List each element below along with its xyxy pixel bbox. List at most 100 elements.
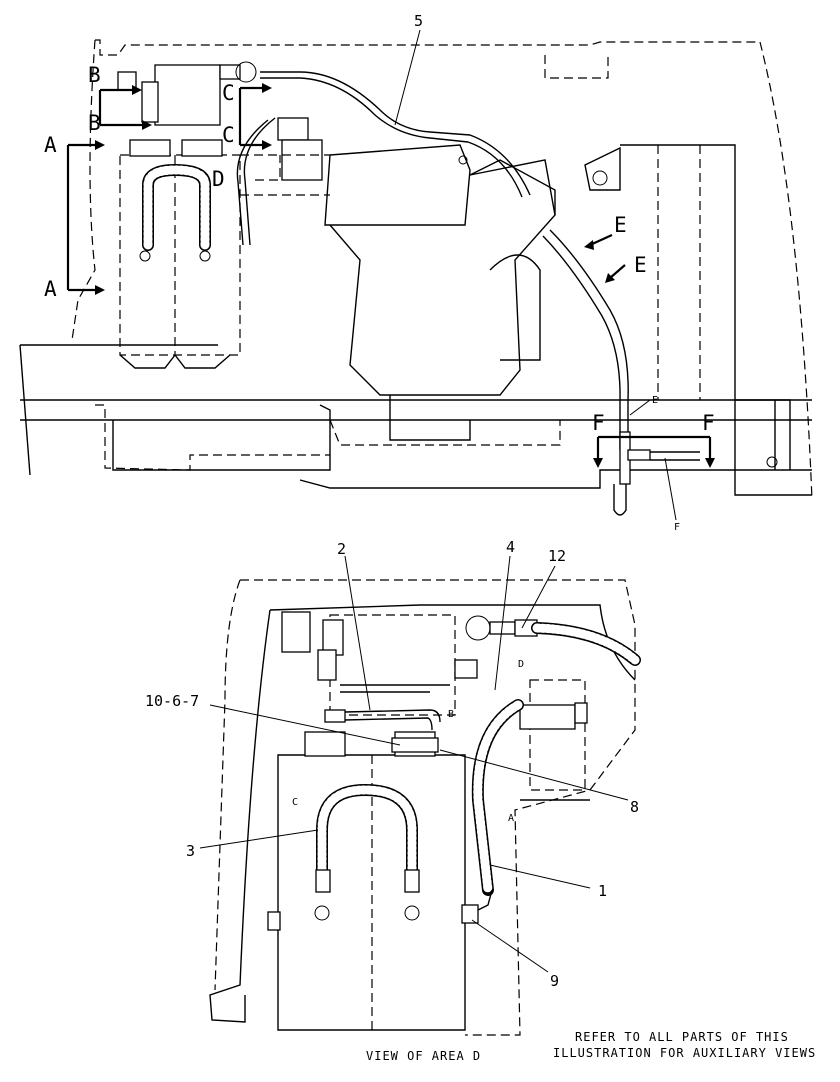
detail-frame-left (214, 579, 241, 991)
hose-c-end-left (315, 869, 331, 893)
callout-item-12: 12 (548, 547, 566, 565)
detail-frame-outer (240, 579, 636, 1036)
frame-notch (544, 55, 609, 79)
bolt-hole (766, 456, 778, 468)
marker-f-left: F (592, 411, 605, 435)
callout-hose-f: F (674, 522, 680, 533)
marker-d: D (212, 167, 225, 191)
component-head (519, 704, 576, 730)
callout-item-9: 9 (550, 972, 559, 990)
filter-fitting-right (199, 250, 211, 262)
tee-horizontal (627, 449, 651, 461)
component-cap (574, 702, 588, 724)
section-e-arrow (584, 240, 594, 250)
valve-round-knob (465, 615, 491, 641)
callout-hose-c: C (292, 797, 298, 808)
section-c-arrow (262, 83, 272, 93)
valve-right-block (454, 659, 478, 679)
valve-knob (235, 61, 257, 83)
hose-5-line-b (260, 77, 523, 198)
filter-pair (119, 139, 241, 369)
marker-a-lower: A (44, 277, 57, 301)
marker-e-upper: E (614, 213, 627, 237)
section-c-line (238, 86, 262, 147)
frame-bottom (299, 469, 812, 489)
component-outline (529, 679, 586, 791)
tee-fittings (613, 431, 700, 516)
detail-left-rail (209, 609, 271, 1023)
engine-lower (329, 159, 556, 396)
view-caption: VIEW OF AREA D (366, 1049, 481, 1063)
leader-item-8 (439, 749, 629, 801)
fitting-9 (461, 904, 479, 924)
leader-item-5 (394, 29, 421, 126)
fitting-10-6-7 (391, 737, 439, 753)
leader-item-2 (344, 555, 371, 711)
engine-upper (324, 144, 471, 226)
engine-bolt (458, 155, 468, 165)
hose-12-fill (532, 623, 640, 665)
section-e-line (589, 233, 626, 279)
hose-e-line-b (542, 235, 621, 450)
filter-loop-hose (142, 163, 211, 251)
callout-hose-a: A (508, 813, 514, 824)
callout-item-5: 5 (414, 12, 423, 30)
valve-body (154, 64, 221, 126)
hose-5-line-a (260, 71, 531, 196)
hose-c-fill (317, 785, 417, 875)
leader-item-9 (471, 919, 549, 973)
filter-loop-hose-fill (143, 165, 210, 250)
body-left-panel (19, 344, 218, 476)
callout-hose-d: D (518, 659, 524, 670)
section-f-line (596, 435, 712, 458)
section-markers (66, 83, 715, 468)
section-a-arrow-lower (95, 285, 105, 295)
filter-outline (119, 154, 241, 356)
mount-tab-hole (592, 170, 608, 186)
tee-drain (613, 484, 627, 516)
side-panel-hidden (657, 145, 701, 400)
filter-head-left-detail (304, 731, 346, 757)
detail-filters (267, 731, 493, 1031)
leader-item-10-6-7 (209, 704, 401, 746)
frame-left-edge (71, 39, 96, 341)
leader-item-1 (489, 864, 591, 889)
hose-d-line (243, 117, 276, 246)
leader-hose-f (664, 457, 677, 521)
section-e-arrow-2 (605, 273, 615, 283)
valve-block-upper (117, 61, 323, 181)
tee-pipe (650, 451, 700, 461)
detail-view: 2 4 12 10-6-7 8 3 1 9 D B C A (145, 538, 641, 1036)
filter-bottom-caps (119, 353, 231, 369)
callout-item-8: 8 (630, 798, 639, 816)
valve-small (277, 117, 309, 141)
filter-side-boss (267, 911, 281, 931)
section-f-arrow-right (705, 458, 715, 468)
marker-b-lower: B (88, 111, 101, 135)
side-panel-right (620, 144, 812, 496)
callout-item-4: 4 (506, 538, 515, 556)
section-a-line (66, 143, 95, 292)
marker-a-upper: A (44, 133, 57, 157)
engine-mount-hidden (240, 154, 330, 196)
engine-sump (389, 395, 471, 441)
valve-side-block (317, 649, 337, 681)
main-view: A A B B C C D E E F F 5 E F (19, 12, 813, 533)
detail-right-component (519, 679, 590, 801)
frame-top-line (95, 39, 760, 56)
filter-head-right (181, 139, 223, 157)
hose-d-line-b (236, 119, 269, 246)
corner-block (735, 399, 791, 470)
callout-hose-b: B (448, 709, 454, 720)
engine-side-bracket (489, 254, 541, 361)
leader-hose-e (629, 399, 651, 416)
section-b-arrow (132, 85, 142, 95)
hose-c-end-right (404, 869, 420, 893)
body-horizontal-rails (20, 399, 812, 421)
detail-bracket-small (281, 611, 311, 653)
section-a-arrow-upper (95, 140, 105, 150)
engine (240, 144, 561, 446)
marker-f-right: F (702, 411, 715, 435)
note-line-1: REFER TO ALL PARTS OF THIS (575, 1030, 789, 1044)
